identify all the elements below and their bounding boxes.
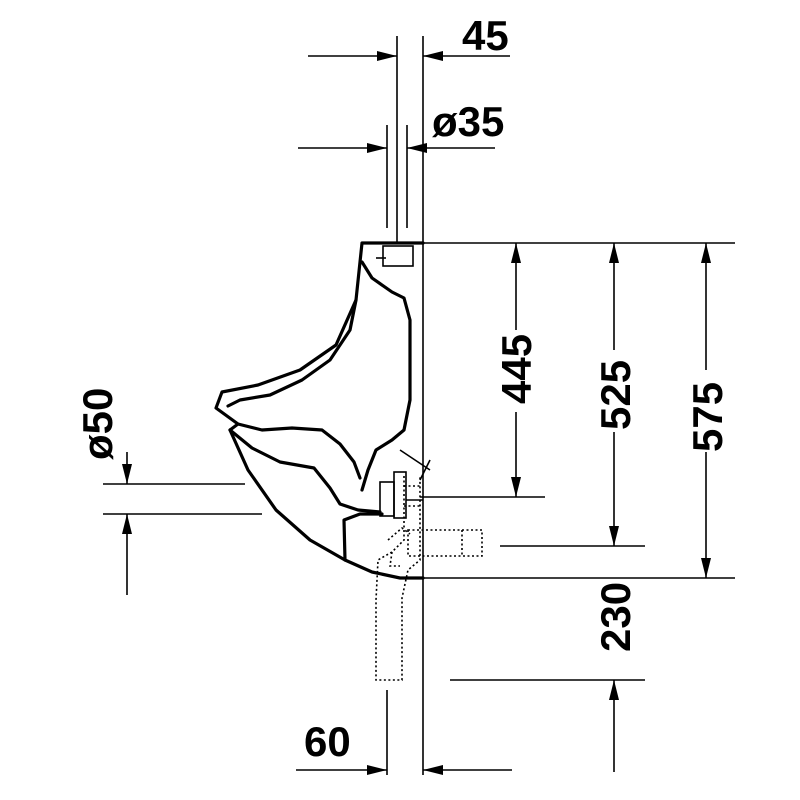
reference-lines (420, 242, 735, 681)
dimension-label-60: 60 (304, 718, 351, 765)
dimension-label-525: 525 (592, 360, 639, 430)
dimension-575: 575 (684, 243, 731, 578)
dimension-230: 230 (592, 582, 639, 772)
dimension-525: 525 (592, 243, 639, 546)
dimension-label-dia35: ø35 (432, 98, 504, 145)
dimension-label-dia50: ø50 (74, 388, 121, 460)
supply-pipe-lines (386, 36, 424, 243)
dimension-label-45: 45 (462, 12, 509, 59)
dimension-dia35: ø35 (298, 98, 504, 153)
dimension-dia50: ø50 (74, 388, 262, 595)
dimension-label-445: 445 (493, 334, 540, 404)
dimension-60: 60 (296, 718, 512, 775)
dimension-label-230: 230 (592, 582, 639, 652)
outlet-fitting (379, 449, 431, 519)
siphon-dotted (375, 476, 483, 681)
urinal-body (214, 241, 425, 580)
dimension-label-575: 575 (684, 382, 731, 452)
wall-line (386, 243, 424, 775)
dimension-445: 445 (493, 243, 540, 497)
dimension-45: 45 (308, 12, 510, 61)
